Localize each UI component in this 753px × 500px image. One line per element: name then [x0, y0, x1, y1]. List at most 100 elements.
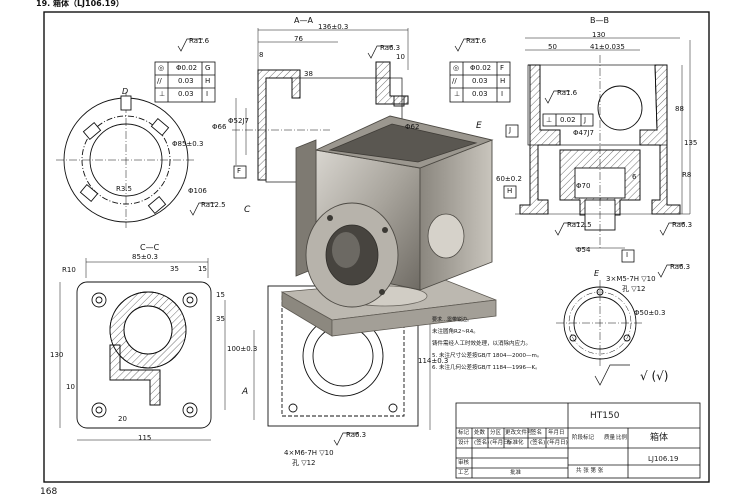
dim-e-thread: 3×M5-7H ▽10 — [606, 275, 656, 283]
dim-bb-88: 88 — [675, 105, 684, 113]
dim-aa-10: 10 — [396, 53, 405, 61]
note-partial: 要求…需带锐边。 — [432, 317, 473, 323]
tb-stage: 阶段标记 — [572, 435, 595, 441]
section-label-bb: B—B — [590, 16, 609, 25]
dim-bot-thread: 4×M6-7H ▽10 — [284, 449, 334, 457]
tb-header: 年月日 — [548, 430, 565, 436]
roughness-label: Ra6.3 — [670, 263, 691, 271]
tol-sym: ◎ — [158, 64, 165, 72]
housing-3d-render — [280, 115, 497, 337]
dim-d-r35: R3.5 — [116, 185, 132, 193]
dim-bb-135: 135 — [684, 139, 698, 147]
tb-header: 签名 — [531, 430, 543, 436]
dim-d-106: Φ106 — [188, 187, 207, 195]
dim-cc-85: 85±0.3 — [132, 253, 158, 261]
dim-114: 114±0.3 — [418, 357, 449, 365]
note-line: 铸件需经人工时效处理，以消除内应力。 — [432, 341, 532, 347]
dim-bot-hole: 孔 ▽12 — [292, 459, 316, 467]
dim-cc-r10: R10 — [62, 266, 76, 274]
dim-e-50: Φ50±0.3 — [634, 309, 666, 317]
tb-cell: (签名) — [530, 440, 546, 446]
dim-bb-70: Φ70 — [576, 182, 591, 190]
roughness-label: Ra6.3 — [380, 44, 401, 52]
dim-e-hole: 孔 ▽12 — [622, 285, 646, 293]
part-name: 箱体 — [650, 433, 669, 443]
dim-cc-35a: 35 — [170, 265, 179, 273]
tb-cell: (年月日) — [547, 440, 568, 446]
tb-header: 更改文件号 — [505, 430, 533, 436]
dim-bb-54: Φ54 — [576, 246, 591, 254]
view-label-d: D — [122, 87, 129, 96]
drawing-number: LJ106.19 — [648, 455, 679, 463]
datum-f: F — [237, 167, 242, 175]
dim-aa-76: 76 — [294, 35, 303, 43]
tb-review: 审核 — [458, 460, 470, 466]
view-bb — [515, 37, 691, 250]
section-label-cc: C—C — [140, 243, 160, 252]
dim-aa-52: Φ52J7 — [228, 117, 249, 125]
tol-val: 0.03 — [472, 77, 488, 85]
dim-cc-15b: 15 — [216, 291, 225, 299]
tb-cell: (签名) — [474, 440, 490, 446]
drawing-border — [43, 11, 710, 483]
note-line: 5. 未注尺寸公差按GB/T 1804—2000—m。 — [432, 353, 543, 359]
tb-header: 处数 — [474, 430, 486, 436]
note-line: 未注圆角R2~R4。 — [432, 329, 479, 335]
dim-d-85: Φ85±0.3 — [172, 140, 204, 148]
dim-bb-6: 6 — [632, 173, 637, 181]
tol-val: Φ0.02 — [176, 64, 198, 72]
dim-aa-38: 38 — [304, 70, 313, 78]
dim-cc-10: 10 — [66, 383, 75, 391]
section-label-aa: A—A — [294, 16, 313, 25]
tb-header: 分区 — [490, 430, 502, 436]
dim-cc-20: 20 — [118, 415, 127, 423]
tol-ref: I — [206, 90, 209, 98]
roughness-label: Ra1.6 — [557, 89, 578, 97]
roughness-label: Ra12.5 — [201, 201, 226, 209]
view-e — [556, 280, 644, 366]
tol-sym: ⊥ — [454, 90, 461, 98]
tol-val: 0.03 — [472, 90, 488, 98]
tb-stage: 质量 — [604, 435, 616, 441]
tb-header: 标记 — [458, 430, 470, 436]
tol-sym: ⊥ — [546, 116, 553, 124]
tol-ref: H — [500, 77, 506, 85]
dim-cc-130: 130 — [50, 351, 64, 359]
tol-ref: I — [501, 90, 504, 98]
tb-stage: 比例 — [616, 435, 628, 441]
tol-val: 0.03 — [178, 77, 194, 85]
roughness-label: Ra1.6 — [189, 37, 210, 45]
roughness-label: Ra12.5 — [567, 221, 592, 229]
dim-bb-r8: R8 — [682, 171, 692, 179]
roughness-label: Ra6.3 — [346, 431, 367, 439]
tol-ref: J — [584, 116, 587, 124]
view-label-e: E — [594, 269, 600, 278]
title-block — [455, 402, 701, 479]
dim-aa-8: 8 — [259, 51, 264, 59]
material-label: HT150 — [590, 411, 620, 421]
tol-ref: F — [500, 64, 505, 72]
dim-cc-115: 115 — [138, 434, 152, 442]
cut-a: A — [242, 387, 249, 397]
tol-val: Φ0.02 — [470, 64, 492, 72]
general-roughness: √ (√) — [640, 369, 669, 383]
dim-aa-62: Φ62 — [405, 123, 420, 131]
dim-cc-15a: 15 — [198, 265, 207, 273]
tol-sym: // — [157, 77, 162, 85]
page-title: 19. 箱体（LJ106.19） — [36, 0, 124, 8]
datum-h: H — [507, 187, 513, 195]
tol-ref: H — [205, 77, 211, 85]
dim-aa-136: 136±0.3 — [318, 23, 349, 31]
roughness-label: Ra1.6 — [466, 37, 487, 45]
dim-aa-66: Φ66 — [212, 123, 227, 131]
tb-cell: (年月日) — [490, 440, 511, 446]
cut-e: E — [476, 121, 482, 131]
tol-sym: ◎ — [453, 64, 460, 72]
page-number: 168 — [40, 487, 58, 497]
dim-cc-35b: 35 — [216, 315, 225, 323]
dim-bb-130: 130 — [592, 31, 606, 39]
tb-sheets: 共 张 第 张 — [576, 468, 604, 474]
cut-c: C — [244, 205, 251, 215]
